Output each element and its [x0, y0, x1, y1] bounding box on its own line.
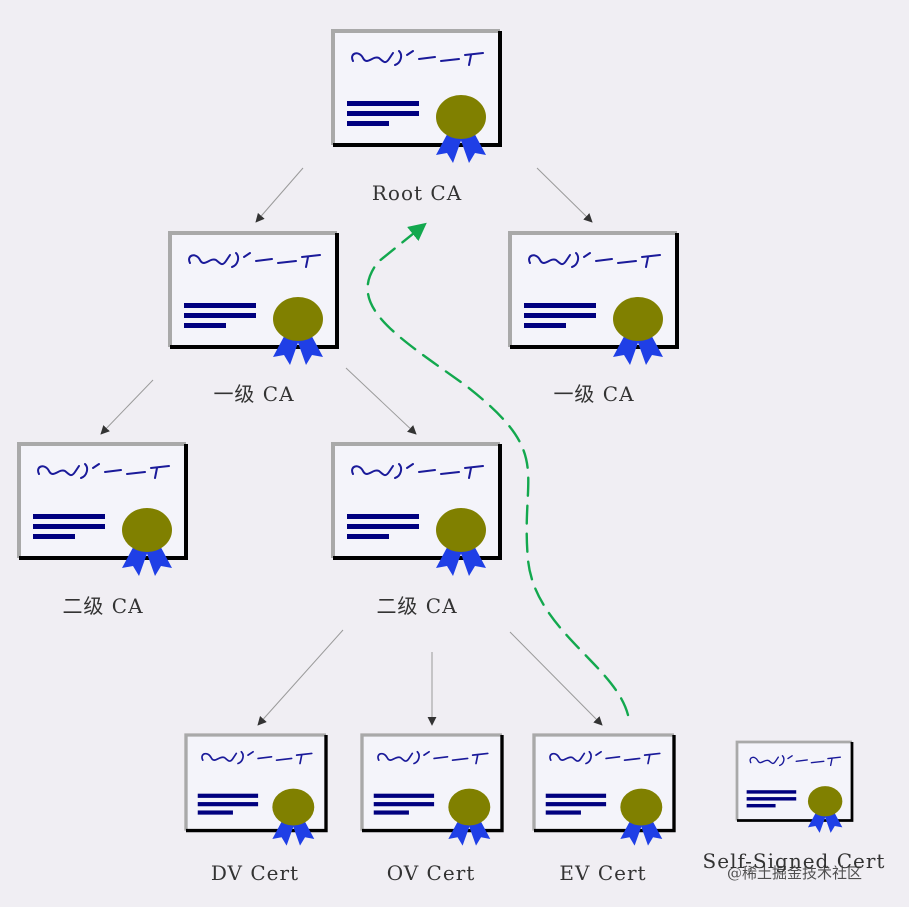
certificate-icon [168, 231, 339, 365]
trust-path-ev-to-root [366, 222, 630, 717]
edge-root-to-l1a [255, 167, 304, 223]
edge-root-to-l1b [536, 167, 593, 223]
cert-node-l1b: 一级 CA [508, 231, 679, 406]
cert-label-self: Self-Signed Cert [703, 849, 886, 873]
edge-l2b-to-dv [257, 629, 344, 726]
edge-l1a-to-l2a [100, 379, 154, 435]
cert-node-ov: OV Cert [360, 733, 504, 885]
cert-label-l1a: 一级 CA [213, 382, 294, 406]
certificate-icon [508, 231, 679, 365]
cert-label-l1b: 一级 CA [553, 382, 634, 406]
cert-label-ov: OV Cert [387, 861, 476, 885]
cert-node-l2b: 二级 CA [331, 442, 502, 618]
cert-node-l1a: 一级 CA [168, 231, 339, 406]
edges-layer [100, 167, 603, 726]
certificate-icon [331, 442, 502, 576]
trust-path-layer [366, 222, 630, 717]
certificate-icon [331, 29, 502, 163]
cert-node-dv: DV Cert [184, 733, 328, 885]
cert-node-self: Self-Signed Cert [703, 740, 886, 873]
cert-label-dv: DV Cert [211, 861, 299, 885]
cert-node-ev: EV Cert [532, 733, 676, 885]
cert-node-root: Root CA [331, 29, 502, 205]
certificate-icon [184, 733, 328, 846]
cert-label-root: Root CA [372, 181, 462, 205]
cert-label-l2b: 二级 CA [376, 594, 457, 618]
cert-label-ev: EV Cert [559, 861, 646, 885]
certificate-icon [735, 740, 854, 833]
certificate-icon [360, 733, 504, 846]
cert-label-l2a: 二级 CA [62, 594, 143, 618]
certificate-icon [532, 733, 676, 846]
watermark: @稀土掘金技术社区 [727, 864, 862, 882]
certificate-icon [17, 442, 188, 576]
nodes-layer: Root CA 一级 CA 一级 CA 二级 CA 二级 CA DV Cert OV Cer… [17, 29, 886, 885]
edge-l1a-to-l2b [345, 367, 417, 435]
edge-l2b-to-ev [509, 631, 603, 726]
cert-node-l2a: 二级 CA [17, 442, 188, 618]
